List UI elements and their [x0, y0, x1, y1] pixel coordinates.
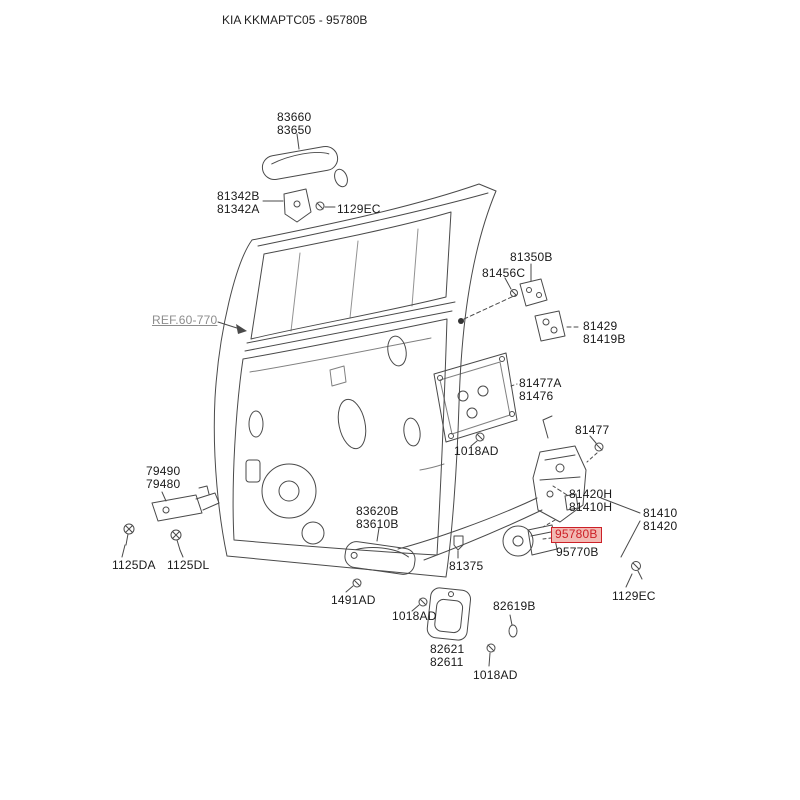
ref-arrow — [217, 321, 247, 334]
part-label-81477a[interactable]: 81477A — [519, 376, 562, 390]
part-label-1018ad-bottom[interactable]: 1018AD — [473, 668, 518, 682]
latch-assembly-drawing — [397, 415, 641, 561]
part-label-81476[interactable]: 81476 — [519, 389, 554, 403]
part-label-83660[interactable]: 83660 — [277, 110, 312, 124]
part-label-1125dl[interactable]: 1125DL — [167, 558, 210, 572]
part-label-79490[interactable]: 79490 — [146, 464, 181, 478]
part-label-95770b[interactable]: 95770B — [556, 545, 599, 559]
part-label-81342a[interactable]: 81342A — [217, 202, 260, 216]
part-label-1129ec-bottom[interactable]: 1129EC — [612, 589, 656, 603]
screw-drawing-1018ad-mid — [470, 432, 485, 447]
part-label-81420h[interactable]: 81420H — [569, 487, 613, 501]
screw-drawing-1018ad-left — [411, 597, 428, 612]
part-label-81429[interactable]: 81429 — [583, 319, 618, 333]
part-label-1018ad-left[interactable]: 1018AD — [392, 609, 437, 623]
part-label-1491ad[interactable]: 1491AD — [331, 593, 376, 607]
screw-drawing-1018ad-bottom — [486, 643, 496, 667]
screw-drawing-1129ec-bottom — [625, 561, 643, 588]
part-label-81477[interactable]: 81477 — [575, 423, 610, 437]
exterior-handle-drawing — [261, 133, 348, 188]
part-label-81342b[interactable]: 81342B — [217, 189, 260, 203]
striker-drawing — [534, 310, 582, 342]
lock-actuator-drawing — [502, 519, 558, 557]
screw-drawing-81477 — [586, 435, 604, 463]
clip-drawing-81375 — [453, 535, 464, 559]
bolt-drawing-1125dl — [170, 529, 184, 558]
handle-bracket-drawing — [262, 188, 336, 223]
part-label-95780b-selected[interactable]: 95780B — [551, 527, 602, 543]
inner-handle-bezel-drawing — [426, 587, 472, 641]
part-label-81419b[interactable]: 81419B — [583, 332, 626, 346]
ref-link-60-770[interactable]: REF.60-770 — [152, 313, 218, 327]
part-label-1018ad-mid[interactable]: 1018AD — [454, 444, 499, 458]
part-label-82619b[interactable]: 82619B — [493, 599, 536, 613]
bolt-drawing-1125da — [121, 523, 135, 558]
grommet-drawing-82619b — [508, 614, 518, 638]
part-label-81420[interactable]: 81420 — [643, 519, 678, 533]
page-title: KIA KKMAPTC05 - 95780B — [222, 13, 368, 27]
regulator-module-drawing — [433, 352, 518, 443]
part-label-82621[interactable]: 82621 — [430, 642, 465, 656]
part-label-81410[interactable]: 81410 — [643, 506, 678, 520]
part-label-83620b[interactable]: 83620B — [356, 504, 399, 518]
part-label-81375[interactable]: 81375 — [449, 559, 484, 573]
part-label-83650[interactable]: 83650 — [277, 123, 312, 137]
part-label-81456c[interactable]: 81456C — [482, 266, 526, 280]
inner-handle-drawing — [344, 527, 416, 593]
part-label-82611[interactable]: 82611 — [430, 655, 464, 669]
part-label-1129ec-top[interactable]: 1129EC — [337, 202, 381, 216]
part-label-83610b[interactable]: 83610B — [356, 517, 399, 531]
door-checker-upper-drawing — [458, 263, 548, 324]
part-label-79480[interactable]: 79480 — [146, 477, 181, 491]
part-label-81350b[interactable]: 81350B — [510, 250, 553, 264]
part-label-1125da[interactable]: 1125DA — [112, 558, 156, 572]
part-label-81410h[interactable]: 81410H — [569, 500, 613, 514]
door-checker-drawing — [151, 485, 220, 522]
